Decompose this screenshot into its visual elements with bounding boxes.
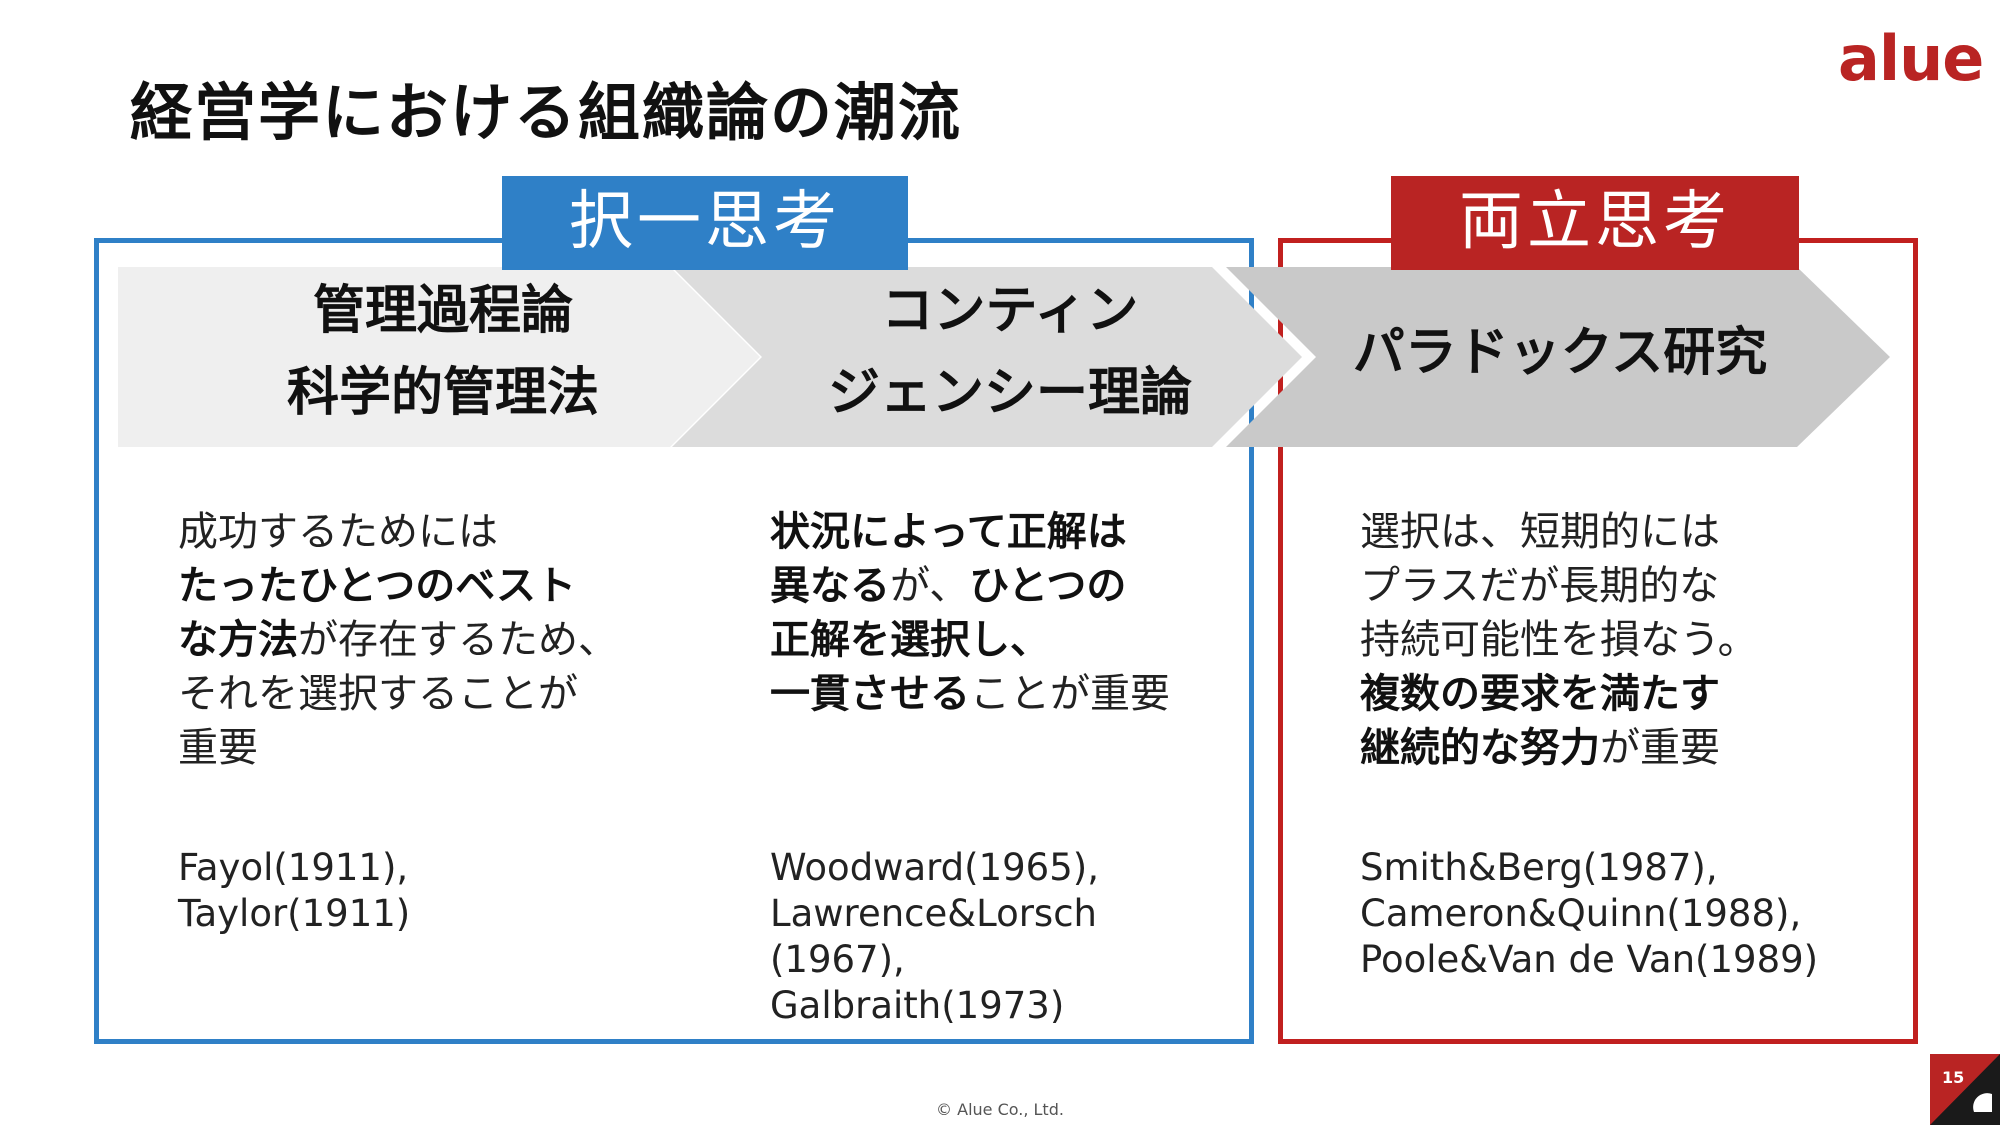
chevron-stage-3 — [1226, 267, 1890, 447]
chevron-stage-1 — [118, 267, 760, 447]
reference: Lawrence&Lorsch — [770, 892, 1098, 935]
body-text: が重要 — [1600, 725, 1720, 771]
body-text: が、 — [890, 563, 970, 609]
body-text: が存在するため、 — [298, 617, 618, 663]
emphasis-text: な方法 — [178, 617, 298, 663]
description-line: な方法が存在するため、 — [178, 613, 618, 667]
page-number: 15 — [1942, 1068, 1965, 1087]
description-line: それを選択することが — [178, 667, 618, 721]
body-text: 重要 — [178, 725, 258, 771]
body-text: 持続可能性を損なう。 — [1360, 617, 1758, 663]
description-line: 持続可能性を損なう。 — [1360, 613, 1758, 667]
stage-2-title-line: コンティン — [881, 281, 1139, 341]
stage-3-title: パラドックス研究 — [1310, 312, 1810, 394]
stage-1-title-line: 科学的管理法 — [286, 363, 599, 423]
emphasis-text: たったひとつのベスト — [178, 563, 576, 609]
reference: Taylor(1911) — [178, 892, 411, 935]
stage-3-description: 選択は、短期的にはプラスだが長期的な持続可能性を損なう。複数の要求を満たす継続的… — [1360, 505, 1758, 775]
body-text: ことが重要 — [970, 671, 1170, 717]
body-text: それを選択することが — [178, 671, 578, 717]
emphasis-text: 複数の要求を満たす — [1360, 671, 1720, 717]
emphasis-text: ひとつの — [969, 563, 1127, 609]
reference: Smith&Berg(1987), — [1360, 846, 1718, 889]
chevron-stage-2 — [672, 267, 1302, 447]
stage-1-title: 管理過程論 科学的管理法 — [198, 270, 688, 434]
either-or-label: 択一思考 — [502, 176, 908, 270]
body-text: 選択は、短期的には — [1360, 509, 1720, 555]
stage-2-references: Woodward(1965), Lawrence&Lorsch (1967), … — [770, 845, 1099, 1029]
emphasis-text: 異なる — [770, 563, 890, 609]
emphasis-text: 正解を選択し、 — [770, 617, 1050, 663]
emphasis-text: 一貫させる — [770, 671, 970, 717]
page-badge — [1930, 1054, 2000, 1125]
description-line: たったひとつのベスト — [178, 559, 618, 613]
description-line: プラスだが長期的な — [1360, 559, 1758, 613]
emphasis-text: 状況によって正解は — [770, 509, 1127, 555]
stage-2-title-line: ジェンシー理論 — [827, 363, 1192, 423]
stage-3-references: Smith&Berg(1987), Cameron&Quinn(1988), P… — [1360, 845, 1818, 983]
description-line: 複数の要求を満たす — [1360, 667, 1758, 721]
reference: (1967), — [770, 938, 905, 981]
reference: Cameron&Quinn(1988), — [1360, 892, 1802, 935]
emphasis-text: 継続的な努力 — [1360, 725, 1600, 771]
description-line: 状況によって正解は — [770, 505, 1170, 559]
reference: Poole&Van de Van(1989) — [1360, 938, 1819, 981]
page-corner-icon — [1930, 1054, 2000, 1125]
description-line: 一貫させることが重要 — [770, 667, 1170, 721]
body-text: プラスだが長期的な — [1360, 563, 1720, 609]
page-title: 経営学における組織論の潮流 — [130, 76, 963, 149]
both-and-label: 両立思考 — [1391, 176, 1799, 270]
stage-2-title: コンティン ジェンシー理論 — [760, 270, 1260, 434]
description-line: 重要 — [178, 721, 618, 775]
stage-2-description: 状況によって正解は異なるが、ひとつの正解を選択し、一貫させることが重要 — [770, 505, 1170, 721]
stage-1-description: 成功するためにはたったひとつのベストな方法が存在するため、それを選択することが重… — [178, 505, 618, 775]
brand-logo: alue — [1838, 22, 1984, 95]
reference: Galbraith(1973) — [770, 984, 1065, 1027]
stage-1-references: Fayol(1911), Taylor(1911) — [178, 845, 410, 937]
description-line: 異なるが、ひとつの — [770, 559, 1170, 613]
description-line: 選択は、短期的には — [1360, 505, 1758, 559]
body-text: 成功するためには — [178, 509, 498, 555]
reference: Woodward(1965), — [770, 846, 1099, 889]
copyright-footer: © Alue Co., Ltd. — [936, 1100, 1064, 1119]
description-line: 成功するためには — [178, 505, 618, 559]
stage-1-title-line: 管理過程論 — [312, 281, 573, 341]
description-line: 正解を選択し、 — [770, 613, 1170, 667]
description-line: 継続的な努力が重要 — [1360, 721, 1758, 775]
stage-3-title-line: パラドックス研究 — [1352, 323, 1768, 383]
reference: Fayol(1911), — [178, 846, 409, 889]
